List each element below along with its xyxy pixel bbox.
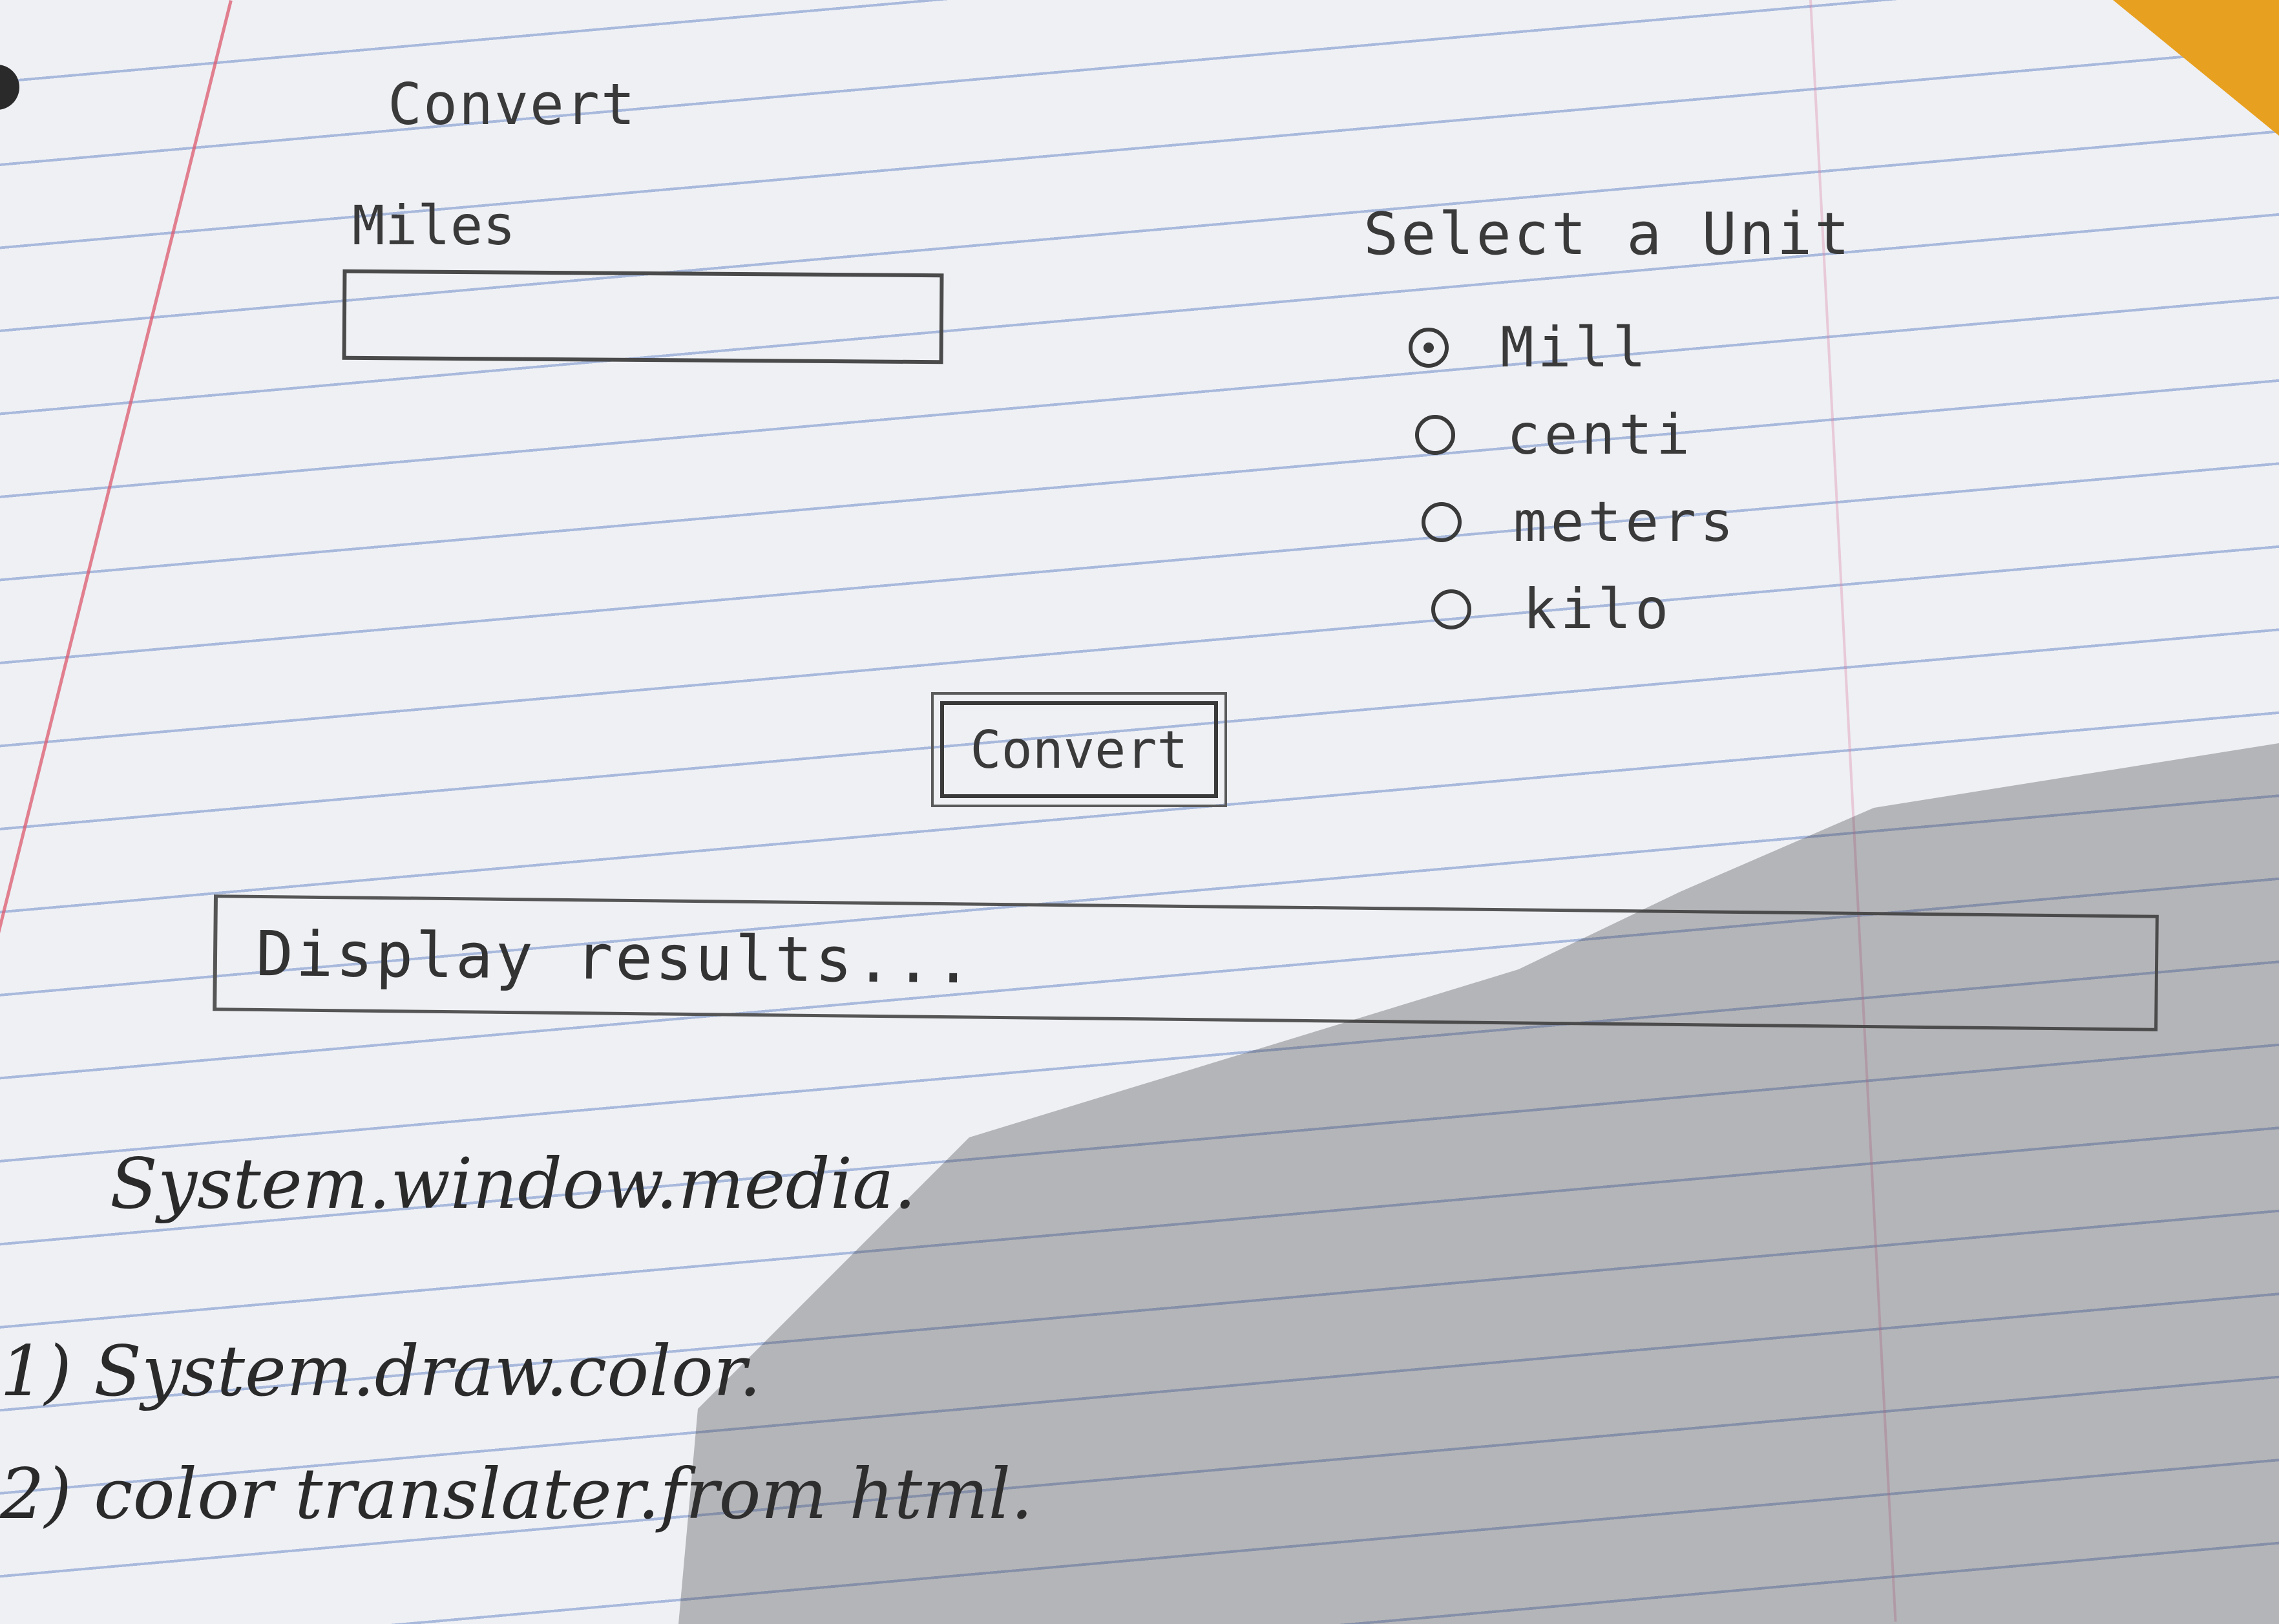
note-line: System.window.media. [110, 1144, 916, 1225]
radio-option-meters[interactable]: meters [1422, 478, 1738, 565]
radio-unchecked-icon[interactable] [1431, 589, 1471, 629]
results-display: Display results... [213, 894, 2159, 1031]
margin-line [0, 0, 233, 1004]
radio-option-centi[interactable]: centi [1415, 391, 1738, 478]
radio-label: kilo [1523, 576, 1673, 642]
unit-label: Select a Unit [1363, 200, 1853, 268]
radio-checked-icon[interactable] [1409, 327, 1449, 368]
radio-unchecked-icon[interactable] [1422, 501, 1462, 542]
punch-hole [0, 65, 19, 110]
radio-label: meters [1513, 489, 1738, 554]
radio-label: centi [1507, 402, 1694, 467]
radio-option-kilo[interactable]: kilo [1431, 565, 1738, 653]
radio-label: Mill [1500, 315, 1650, 380]
note-line: 2) color translater.from html. [0, 1454, 1033, 1535]
convert-button[interactable]: Convert [931, 692, 1227, 807]
unit-radio-group: Mill centi meters kilo [1409, 304, 1738, 653]
radio-unchecked-icon[interactable] [1415, 414, 1455, 455]
results-placeholder: Display results... [255, 917, 975, 998]
note-line: 1) System.draw.color. [0, 1331, 761, 1412]
miles-input[interactable] [342, 269, 944, 364]
miles-label: Miles [352, 194, 516, 257]
form-title: Convert [388, 71, 636, 138]
radio-option-mill[interactable]: Mill [1409, 304, 1738, 391]
